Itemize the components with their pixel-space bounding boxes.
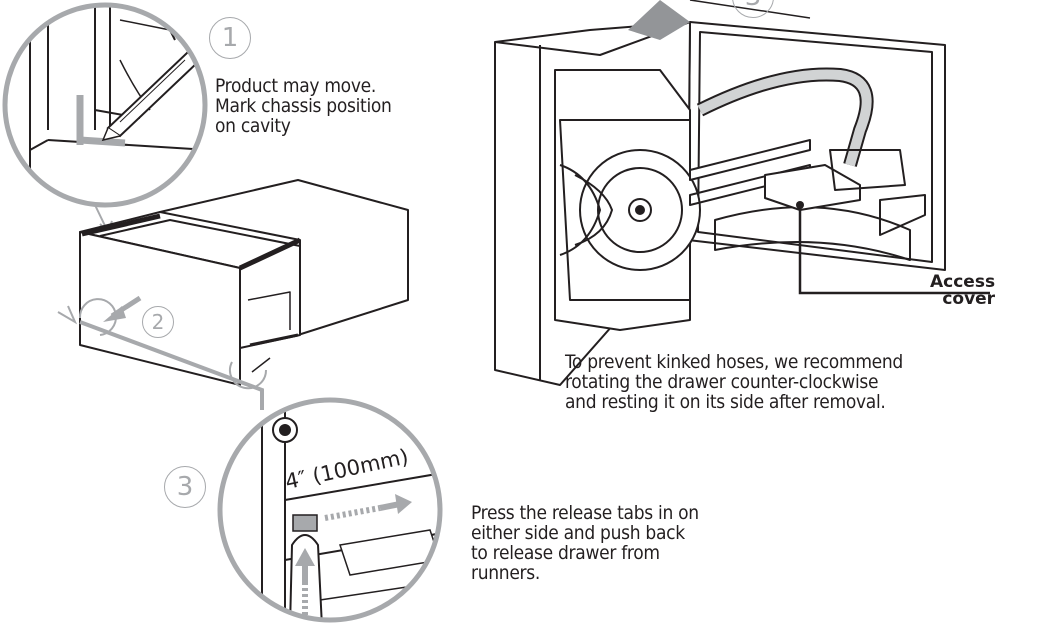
step1-number: 1 <box>209 17 251 59</box>
step1-instruction: Product may move. Mark chassis position … <box>215 75 392 137</box>
step2-number: 2 <box>142 306 174 338</box>
access-cover-label: Access cover <box>930 272 996 309</box>
hose-note: To prevent kinked hoses, we recommend ro… <box>565 351 903 413</box>
step3-magnifier <box>217 397 443 623</box>
access-cover-leader <box>796 201 990 295</box>
step2-markers <box>57 295 271 410</box>
step1-magnifier <box>2 2 208 234</box>
product-illustration <box>494 0 946 386</box>
drawer-box <box>79 179 409 386</box>
step3-instruction: Press the release tabs in on either side… <box>471 502 699 584</box>
step3-number: 3 <box>164 466 206 508</box>
